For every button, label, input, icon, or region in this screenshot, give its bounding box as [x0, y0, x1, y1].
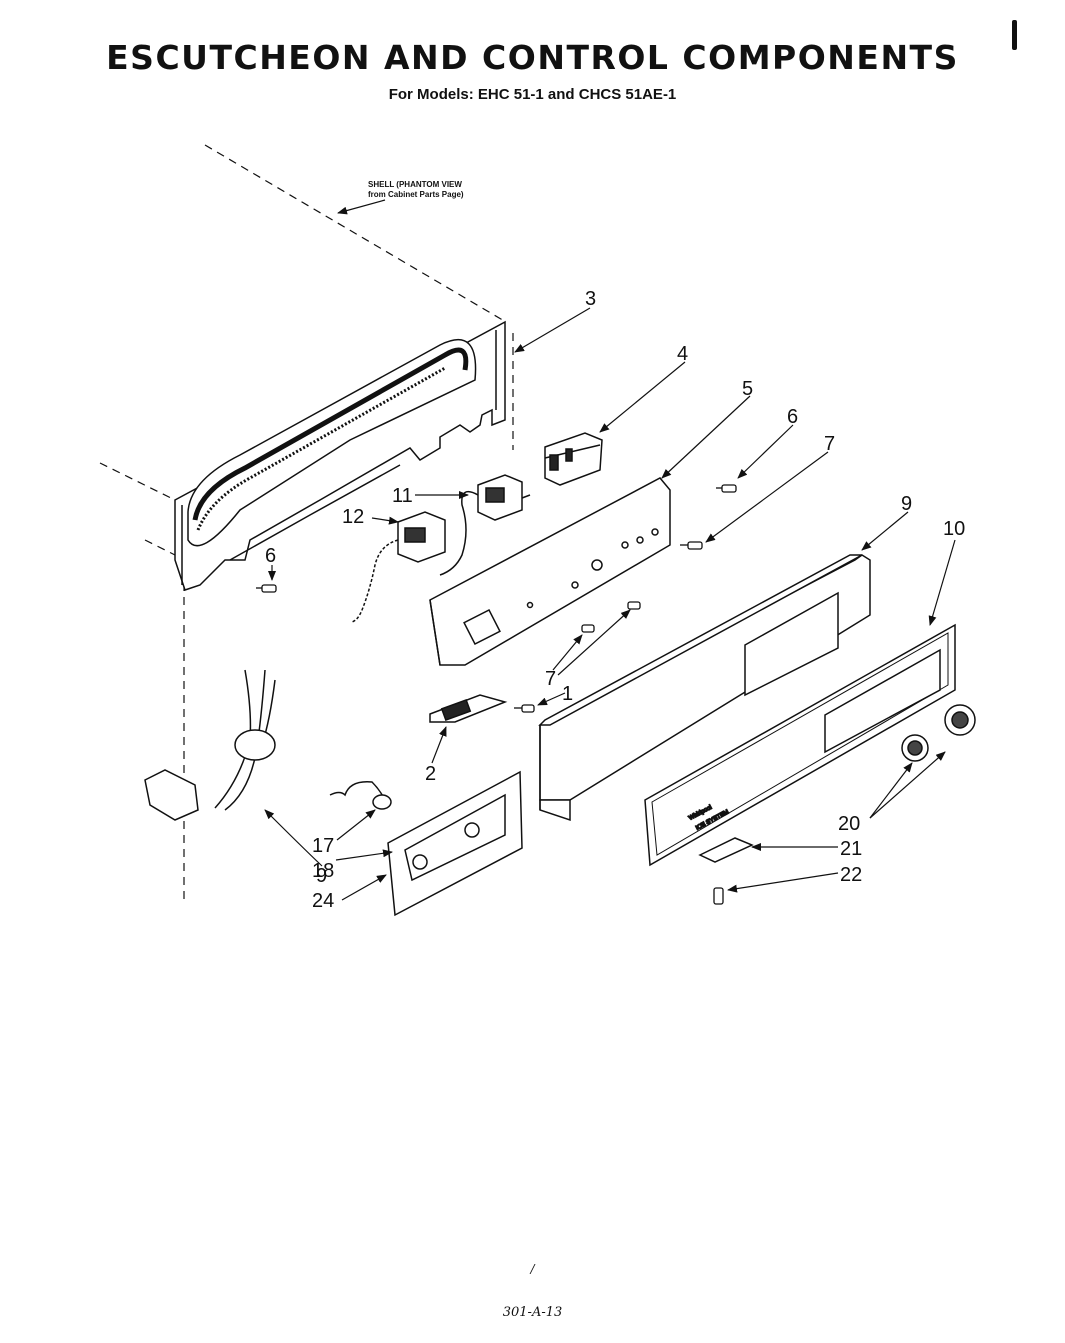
callout-24: 24	[312, 890, 334, 912]
part-21-clip	[698, 837, 754, 863]
part-9-escutcheon	[538, 554, 871, 822]
screw-7-top	[680, 541, 703, 550]
callout-5: 5	[742, 378, 753, 400]
phantom-shell	[99, 144, 514, 905]
page-title: ESCUTCHEON AND CONTROL COMPONENTS	[106, 38, 959, 77]
note-arrow	[337, 199, 386, 215]
callout-2: 2	[425, 763, 436, 785]
callout-9b: 9	[316, 865, 327, 887]
part-20-knobs	[901, 704, 976, 762]
part-4-switch	[544, 432, 603, 486]
callout-18: 18	[312, 860, 334, 882]
screw-1	[514, 704, 535, 713]
corner-mark	[1012, 20, 1017, 50]
page-number: /	[530, 1262, 535, 1276]
callout-numbers: 3 4 5 6 7 9 10 11 12 6 7 1 2 17 18 9 24 …	[265, 288, 965, 912]
screw-22	[713, 887, 724, 905]
document-code: 301-A-13	[502, 1305, 563, 1320]
screw-6-left	[256, 584, 277, 593]
part-3-bracket	[174, 320, 506, 591]
screw-7-a	[581, 624, 595, 633]
part-12-thermostat	[351, 511, 446, 623]
part-5-bracket	[429, 477, 671, 666]
callout-20: 20	[838, 813, 860, 835]
part-10-panel: Whirlpool ICE SYSTEM	[644, 623, 956, 867]
callout-1: 1	[562, 683, 573, 705]
callout-9a: 9	[901, 493, 912, 515]
part-19-harness	[144, 669, 276, 821]
note-line2: from Cabinet Parts Page)	[368, 190, 464, 199]
part-11-thermostat	[439, 474, 531, 576]
callout-6b: 6	[265, 545, 276, 567]
note-line1: SHELL (PHANTOM VIEW	[368, 180, 462, 189]
callout-4: 4	[677, 343, 688, 365]
leader-lines	[264, 307, 956, 901]
callout-12: 12	[342, 506, 364, 528]
screws	[256, 484, 737, 905]
callout-17: 17	[312, 835, 334, 857]
callout-7a: 7	[824, 433, 835, 455]
callout-22: 22	[840, 864, 862, 886]
callout-10: 10	[943, 518, 965, 540]
part-2-switch	[429, 694, 508, 723]
screw-7-b	[627, 601, 641, 610]
callout-11: 11	[392, 485, 413, 507]
screw-6-top	[716, 484, 737, 493]
models-subtitle: For Models: EHC 51-1 and CHCS 51AE-1	[388, 86, 677, 103]
callout-7b: 7	[545, 668, 556, 690]
callout-3: 3	[585, 288, 596, 310]
callout-21: 21	[840, 838, 862, 860]
callout-6a: 6	[787, 406, 798, 428]
part-24-bezel	[387, 770, 523, 917]
